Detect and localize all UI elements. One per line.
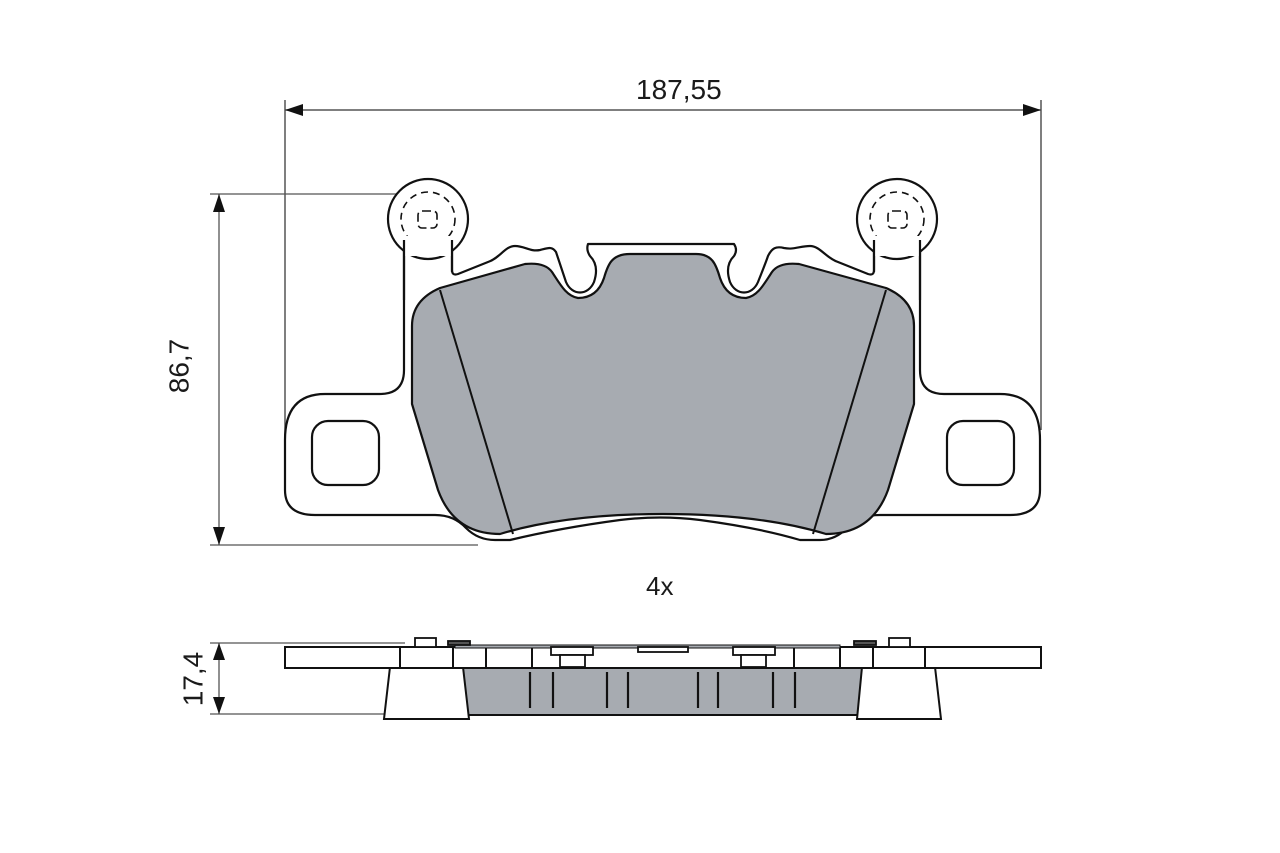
pin-hidden-lines — [400, 191, 925, 247]
side-clips — [414, 637, 911, 668]
height-dimension — [210, 193, 478, 546]
height-dimension-label: 86,7 — [163, 338, 195, 394]
arrow-left-icon — [285, 104, 303, 116]
friction-material — [410, 252, 916, 536]
width-dimension — [284, 100, 1042, 470]
pin-inner-squares — [417, 210, 908, 229]
arrow-up-small-icon — [213, 643, 225, 660]
arrow-down-small-icon — [213, 697, 225, 714]
right-side-ear — [855, 666, 943, 720]
arrow-up-icon — [213, 194, 225, 212]
side-friction-block — [461, 666, 863, 716]
quantity-label: 4x — [646, 571, 674, 601]
left-side-ear — [382, 666, 471, 720]
right-ear-hole — [945, 419, 1016, 487]
arrow-down-icon — [213, 527, 225, 545]
width-dimension-label: 187,55 — [636, 74, 722, 105]
thickness-dimension-label: 17,4 — [177, 651, 209, 707]
chamfer-lines — [439, 289, 887, 535]
side-slot-lines — [528, 672, 797, 708]
left-ear-hole — [310, 419, 381, 487]
arrow-right-icon — [1023, 104, 1041, 116]
